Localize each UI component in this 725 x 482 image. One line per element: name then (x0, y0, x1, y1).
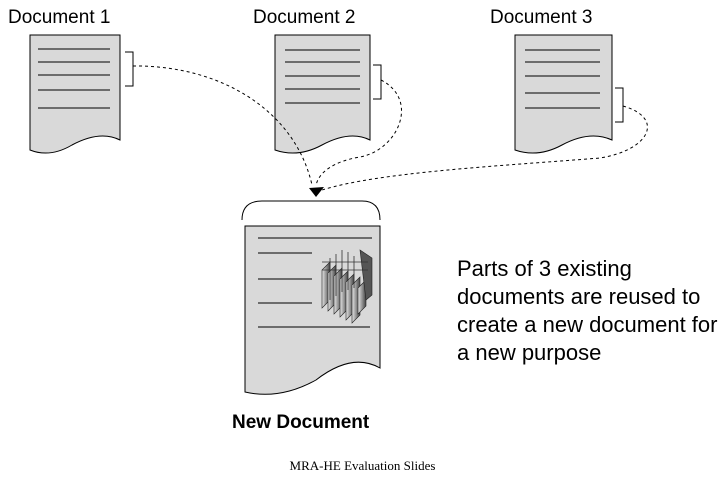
new-document-brace (241, 200, 381, 221)
document-1-page-icon (29, 34, 134, 154)
document-2-label: Document 2 (253, 7, 356, 28)
document-1-label: Document 1 (8, 7, 111, 28)
footer-text: MRA-HE Evaluation Slides (289, 458, 436, 473)
document-1-selection-bracket (125, 51, 134, 87)
arrowhead (309, 187, 324, 197)
new-document-label: New Document (232, 412, 370, 433)
bar-graphic-icon (321, 249, 373, 324)
document-3-label: Document 3 (490, 7, 593, 28)
arrow-from-document-2 (315, 79, 402, 187)
caption-text: Parts of 3 existing documents are reused… (457, 256, 718, 365)
document-3-page-icon (514, 34, 624, 154)
arrow-from-document-1 (132, 65, 313, 186)
new-document-page-icon (244, 225, 381, 395)
document-2-page-icon (274, 34, 382, 154)
document-2-selection-bracket (373, 64, 382, 100)
document-3-selection-bracket (615, 87, 624, 123)
arrow-from-document-3 (321, 105, 648, 191)
